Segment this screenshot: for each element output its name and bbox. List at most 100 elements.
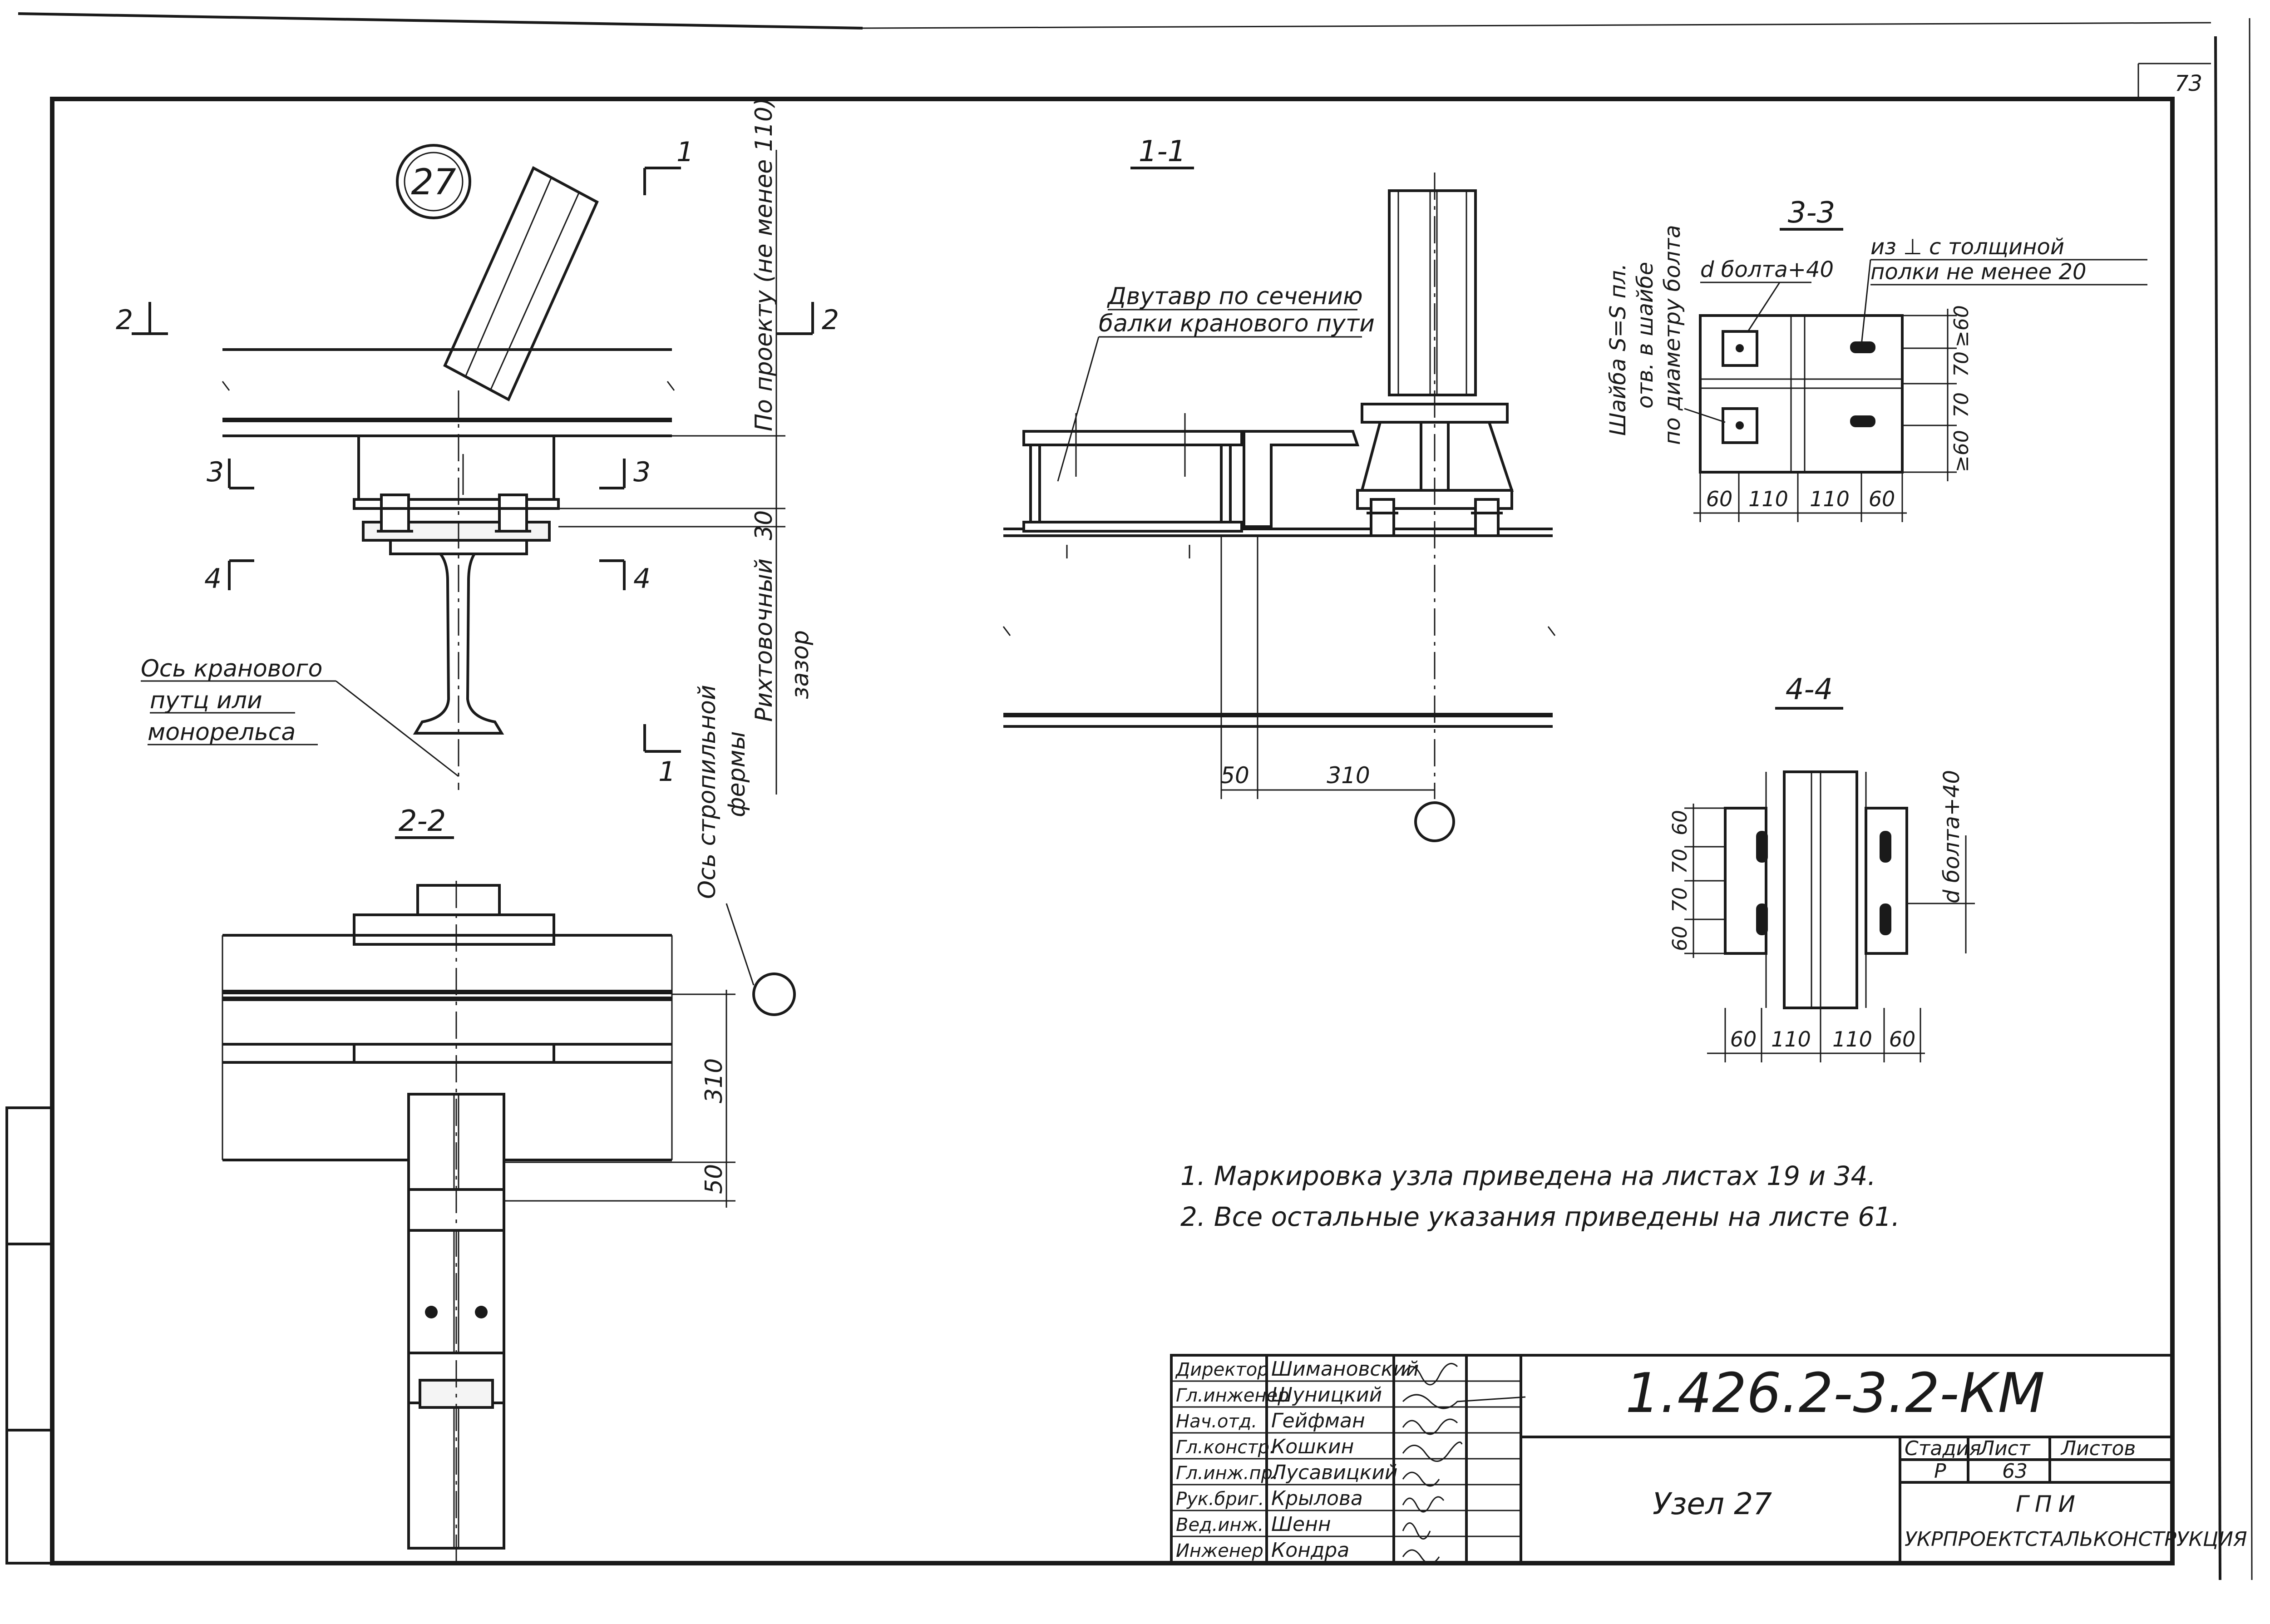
svg-text:Рук.бриг.: Рук.бриг.: [1176, 1489, 1264, 1510]
node-plan-view: 27: [116, 98, 839, 986]
svg-text:60: 60: [1706, 487, 1733, 511]
svg-text:60: 60: [1869, 487, 1895, 511]
svg-text:Крылова: Крылова: [1271, 1487, 1363, 1510]
sheet-frame: 73: [5, 12, 2253, 1580]
section-mark-2-left: 2: [116, 302, 168, 336]
section-2-2: 2-2 310 50: [222, 805, 796, 1562]
svg-text:60: 60: [1889, 1027, 1916, 1051]
svg-text:110: 110: [1832, 1027, 1872, 1051]
svg-text:1: 1: [676, 136, 694, 168]
svg-text:Шайба S=S пл.: Шайба S=S пл.: [1605, 263, 1631, 436]
svg-text:путц или: путц или: [150, 687, 262, 714]
dim-by-project: По проекту (не менее 110): [750, 98, 778, 431]
section-mark-2-right: 2: [776, 302, 839, 336]
svg-text:Шенн: Шенн: [1271, 1513, 1331, 1536]
label-bolt-d40-4: d болта+40: [1939, 770, 1964, 903]
document-code: 1.426.2-3.2-КМ: [1625, 1362, 2045, 1425]
section-mark-1-bottom: 1: [643, 724, 681, 788]
svg-text:Стадия: Стадия: [1905, 1437, 1981, 1460]
svg-text:Директор: Директор: [1175, 1359, 1269, 1380]
svg-text:Гл.инженер: Гл.инженер: [1176, 1385, 1289, 1406]
support-bolts: [377, 494, 531, 533]
label-ibeam: Двутавр по сечению балки кранового пути: [1057, 283, 1375, 482]
section-3-3-title: 3-3: [1788, 196, 1836, 230]
svg-text:Лусавицкий: Лусавицкий: [1270, 1461, 1398, 1484]
org-logo: ГПИ: [2016, 1491, 2082, 1517]
svg-text:Кондра: Кондра: [1271, 1539, 1349, 1562]
svg-text:110: 110: [1810, 487, 1850, 511]
svg-text:Гейфман: Гейфман: [1271, 1409, 1365, 1432]
label-bolt-d40-3: d болта+40: [1700, 257, 1834, 282]
dim-30: 30: [750, 510, 778, 540]
crane-axis-bubble: [1414, 801, 1455, 842]
svg-text:Гл.констр.: Гл.констр.: [1176, 1437, 1275, 1458]
svg-text:Двутавр по сечению: Двутавр по сечению: [1107, 283, 1363, 310]
node-number: 27: [411, 162, 456, 203]
svg-text:Гл.инж.пр.: Гл.инж.пр.: [1176, 1463, 1278, 1484]
section-3-3: 3-3 60 110 110 60 ≥60 70 70 ≥60: [1605, 196, 2147, 522]
node-title: Узел 27: [1653, 1486, 1772, 1521]
svg-text:≥60: ≥60: [1950, 430, 1973, 472]
svg-text:1: 1: [658, 756, 676, 788]
svg-text:из ⊥ с толщиной: из ⊥ с толщиной: [1870, 234, 2064, 260]
svg-text:4: 4: [633, 563, 651, 595]
svg-text:70: 70: [1668, 887, 1692, 913]
section-1-1-bolts: [1367, 498, 1503, 537]
svg-text:Ось кранового: Ось кранового: [141, 655, 322, 682]
section-mark-4-left: 4: [204, 559, 254, 595]
section-mark-1-top: 1: [643, 136, 694, 195]
svg-text:3: 3: [207, 456, 224, 488]
stage-value: Р: [1934, 1460, 1946, 1483]
label-washer: Шайба S=S пл. отв. в шайбе по диаметру б…: [1605, 225, 1726, 445]
label-angle-note: из ⊥ с толщиной полки не менее 20: [1860, 234, 2147, 346]
note-1: 1. Маркировка узла приведена на листах 1…: [1180, 1160, 1876, 1191]
org-name: УКРПРОЕКТСТАЛЬКОНСТРУКЦИЯ: [1905, 1528, 2247, 1551]
svg-text:110: 110: [1748, 487, 1788, 511]
svg-text:монорельса: монорельса: [148, 719, 296, 746]
general-notes: 1. Маркировка узла приведена на листах 1…: [1180, 1160, 1900, 1232]
section-2-2-title: 2-2: [399, 805, 446, 838]
svg-text:Шимановский: Шимановский: [1271, 1357, 1419, 1381]
label-rectify-gap-1: Рихтовочный: [750, 558, 778, 722]
svg-text:2: 2: [822, 304, 839, 336]
svg-text:≥60: ≥60: [1950, 305, 1973, 347]
section-4-4: 4-4 60 110 110 60 60 70 70 60: [1668, 673, 1975, 1062]
section-mark-4-right: 4: [599, 559, 651, 595]
svg-text:Инженер: Инженер: [1176, 1540, 1263, 1561]
dim-50-plan: 50: [1220, 762, 1249, 789]
title-block: Директор Шимановский Гл.инженер Шуницкий…: [1170, 1354, 2247, 1565]
label-crane-axis: Ось кранового путц или монорельса: [141, 655, 459, 777]
dim-50-side: 50: [701, 1164, 728, 1194]
staff-rows: Директор Шимановский Гл.инженер Шуницкий…: [1171, 1357, 1521, 1562]
section-mark-3-left: 3: [207, 456, 254, 489]
label-rectify-gap-2: зазор: [787, 630, 814, 699]
svg-text:Шуницкий: Шуницкий: [1271, 1383, 1382, 1407]
svg-text:Вед.инж.: Вед.инж.: [1176, 1515, 1263, 1535]
svg-text:60: 60: [1668, 926, 1692, 951]
svg-text:70: 70: [1950, 351, 1973, 377]
svg-text:4: 4: [204, 563, 222, 595]
svg-text:балки кранового пути: балки кранового пути: [1099, 310, 1375, 337]
svg-text:Кошкин: Кошкин: [1271, 1435, 1354, 1458]
svg-text:Лист: Лист: [1979, 1437, 2031, 1460]
svg-text:по диаметру болта: по диаметру болта: [1660, 225, 1685, 445]
section-4-4-title: 4-4: [1786, 673, 1833, 706]
signatures: [1402, 1362, 1526, 1565]
svg-text:70: 70: [1668, 849, 1692, 874]
label-truss-axis-1: Ось стропильной: [694, 685, 721, 899]
svg-text:Нач.отд.: Нач.отд.: [1176, 1411, 1257, 1432]
truss-axis-bubble: [752, 972, 796, 1016]
svg-text:Листов: Листов: [2060, 1437, 2136, 1460]
label-truss-axis-2: фермы: [723, 731, 750, 817]
section-1-1-title: 1-1: [1139, 135, 1186, 168]
svg-text:полки не менее 20: полки не менее 20: [1870, 259, 2087, 285]
svg-text:70: 70: [1950, 392, 1973, 418]
sheet-value: 63: [2002, 1460, 2028, 1483]
section-mark-3-right: 3: [599, 456, 651, 489]
svg-text:отв. в шайбе: отв. в шайбе: [1633, 262, 1658, 409]
svg-text:110: 110: [1771, 1027, 1811, 1051]
svg-text:2: 2: [116, 304, 133, 336]
svg-text:3: 3: [633, 456, 651, 488]
node-number-circle: [396, 144, 471, 219]
